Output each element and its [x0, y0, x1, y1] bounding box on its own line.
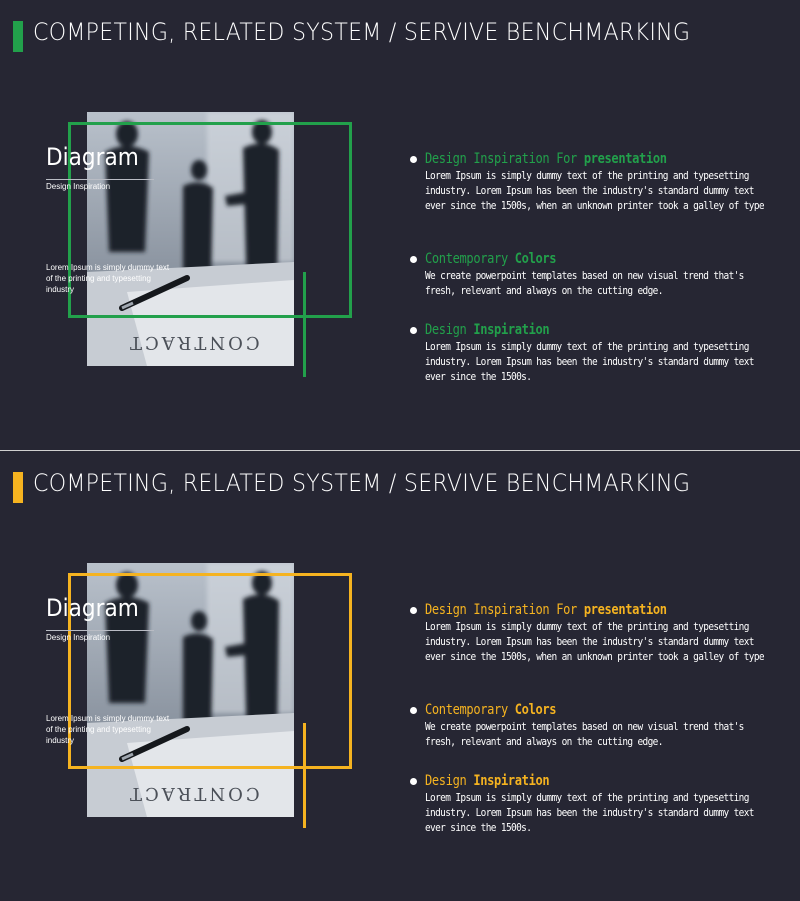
diagram-subtitle: Design Inspiration	[46, 182, 111, 191]
slide-title: COMPETING, RELATED SYSTEM / SERVIVE BENC…	[33, 469, 691, 497]
item-heading: Design Inspiration	[425, 773, 550, 789]
item-body: We create powerpoint templates based on …	[425, 270, 744, 297]
item-heading: Design Inspiration For presentation	[425, 151, 667, 167]
photo-image	[87, 112, 294, 366]
accent-frame	[68, 122, 352, 318]
photo-image	[87, 563, 294, 817]
bullet-dot	[410, 778, 417, 785]
item-body: Lorem Ipsum is simply dummy text of the …	[425, 621, 765, 663]
title-accent-bar	[13, 472, 23, 503]
title-accent-bar	[13, 21, 23, 52]
photo-caption: Lorem Ipsum is simply dummy text of the …	[46, 714, 170, 745]
item-heading: Design Inspiration For presentation	[425, 602, 667, 618]
accent-vertical-line	[303, 272, 306, 377]
item-body: We create powerpoint templates based on …	[425, 721, 744, 748]
slide-2: COMPETING, RELATED SYSTEM / SERVIVE BENC…	[0, 451, 800, 901]
bullet-dot	[410, 327, 417, 334]
slide-title: COMPETING, RELATED SYSTEM / SERVIVE BENC…	[33, 18, 691, 46]
slide-1: COMPETING, RELATED SYSTEM / SERVIVE BENC…	[0, 0, 800, 450]
business-photo: CONTRACT	[87, 112, 294, 366]
bullet-dot	[410, 156, 417, 163]
diagram-rule	[46, 630, 154, 631]
diagram-rule	[46, 179, 154, 180]
bullet-dot	[410, 607, 417, 614]
diagram-subtitle: Design Inspiration	[46, 633, 111, 642]
diagram-title: Diagram	[46, 594, 139, 622]
business-photo: CONTRACT	[87, 563, 294, 817]
accent-frame	[68, 573, 352, 769]
photo-contract-word: CONTRACT	[127, 783, 260, 804]
accent-vertical-line	[303, 723, 306, 828]
item-heading: Contemporary Colors	[425, 702, 557, 718]
slide-divider	[0, 450, 800, 451]
photo-caption: Lorem Ipsum is simply dummy text of the …	[46, 263, 170, 294]
bullet-dot	[410, 256, 417, 263]
item-body: Lorem Ipsum is simply dummy text of the …	[425, 792, 754, 834]
item-body: Lorem Ipsum is simply dummy text of the …	[425, 170, 765, 212]
bullet-dot	[410, 707, 417, 714]
item-heading: Design Inspiration	[425, 322, 550, 338]
item-heading: Contemporary Colors	[425, 251, 557, 267]
item-body: Lorem Ipsum is simply dummy text of the …	[425, 341, 754, 383]
photo-contract-word: CONTRACT	[127, 332, 260, 353]
diagram-title: Diagram	[46, 143, 139, 171]
